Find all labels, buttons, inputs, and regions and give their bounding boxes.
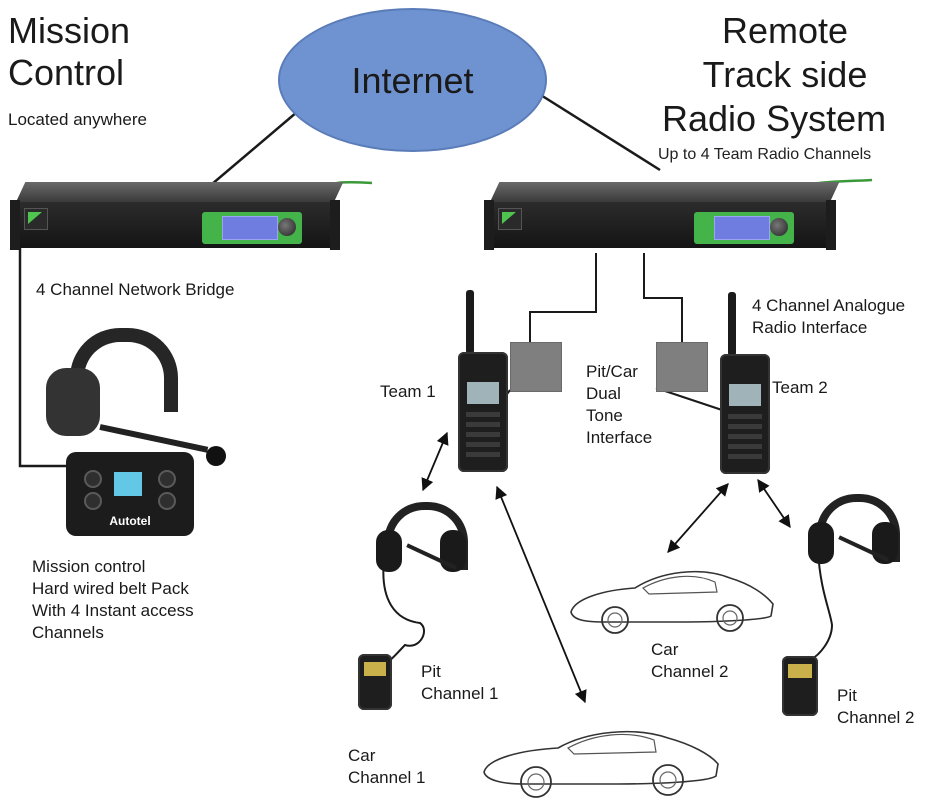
remote-title-line3: Radio System: [662, 98, 887, 139]
car2-icon: [570, 570, 774, 634]
pit1-line2: Channel 1: [421, 684, 499, 703]
car1-line2: Channel 1: [348, 768, 426, 787]
remote-subtitle: Up to 4 Team Radio Channels: [658, 146, 872, 163]
headset1-icon: [370, 502, 470, 592]
pit2-line1: Pit: [837, 686, 857, 705]
tone-line1: Pit/Car: [586, 362, 638, 381]
headset1-wire: [382, 559, 425, 665]
remote-bridge-device: [484, 182, 840, 264]
tone-interface-box-1: [510, 342, 562, 392]
beltpack-brand: Autotel: [109, 514, 151, 528]
pit2-line2: Channel 2: [837, 708, 915, 727]
wire-rack-tonebox1: [529, 253, 597, 342]
team2-radio-icon: [720, 292, 770, 474]
team1-label: Team 1: [380, 382, 436, 401]
network-bridge-device: [10, 182, 344, 264]
control-knob-icon: [278, 218, 296, 236]
tone-line3: Tone: [586, 406, 623, 425]
beltpack-line3: With 4 Instant access: [32, 601, 194, 620]
analogue-interface-line1: 4 Channel Analogue: [752, 296, 906, 315]
mission-headset-icon: [40, 328, 226, 466]
beltpack-line2: Hard wired belt Pack: [32, 579, 189, 598]
arrow-radio1-car1: [495, 485, 587, 704]
link-internet-mission: [204, 111, 298, 191]
car2-line1: Car: [651, 640, 679, 659]
wire-rack-tonebox2: [643, 253, 683, 342]
mission-title-line1: Mission: [8, 10, 131, 51]
car1-icon: [483, 730, 719, 798]
arrow-radio2-headset2: [757, 478, 791, 529]
arrow-radio1-headset1: [421, 431, 449, 492]
internet-cloud: Internet: [278, 8, 547, 152]
pit1-line1: Pit: [421, 662, 441, 681]
brand-logo-icon: [498, 208, 522, 230]
pit2-handheld-icon: [782, 656, 818, 716]
lcd-display: [222, 216, 278, 240]
control-panel: [694, 212, 794, 244]
car1-line1: Car: [348, 746, 376, 765]
control-panel: [202, 212, 302, 244]
tone-line4: Interface: [586, 428, 653, 447]
team1-radio-icon: [458, 290, 508, 472]
beltpack-device: Autotel: [66, 452, 194, 536]
analogue-interface-line2: Radio Interface: [752, 318, 868, 337]
beltpack-line1: Mission control: [32, 557, 146, 576]
headset2-icon: [802, 494, 902, 584]
bridge-label: 4 Channel Network Bridge: [36, 280, 235, 299]
link-internet-remote: [535, 90, 661, 172]
remote-title-line1: Remote: [721, 10, 849, 51]
mission-subtitle: Located anywhere: [8, 110, 147, 129]
arrow-radio2-car2: [667, 483, 729, 553]
internet-label: Internet: [351, 60, 474, 101]
beltpack-line4: Channels: [32, 623, 104, 642]
tone-interface-box-2: [656, 342, 708, 392]
team2-label: Team 2: [772, 378, 828, 397]
control-knob-icon: [770, 218, 788, 236]
remote-title-line2: Track side: [702, 54, 868, 95]
lcd-display: [714, 216, 770, 240]
beltpack-display: [114, 472, 142, 496]
tone-line2: Dual: [586, 384, 621, 403]
brand-logo-icon: [24, 208, 48, 230]
mission-title-line2: Control: [8, 52, 125, 93]
car2-line2: Channel 2: [651, 662, 729, 681]
headset2-wire: [809, 549, 834, 661]
pit1-handheld-icon: [358, 654, 392, 710]
